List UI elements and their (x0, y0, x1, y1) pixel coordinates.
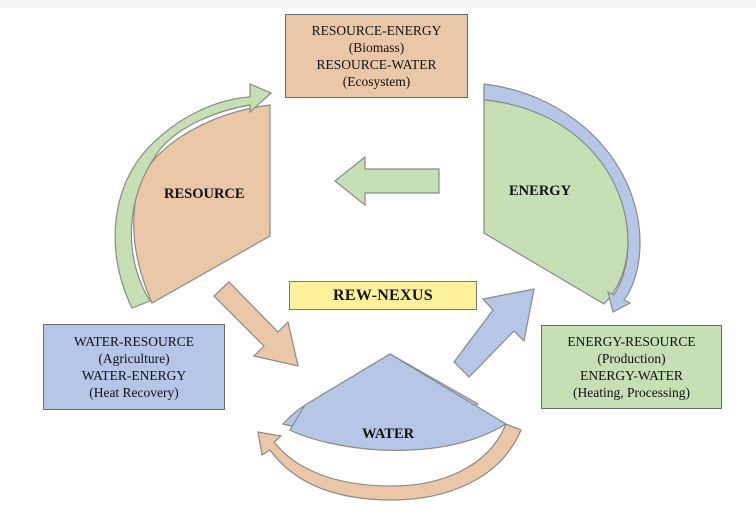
water-sector-fill (289, 353, 508, 451)
top-border-strip (0, 0, 756, 8)
box-line: RESOURCE-WATER (316, 57, 437, 72)
box-line: WATER-RESOURCE (73, 334, 194, 349)
flow-arrow-to-resource (334, 155, 440, 207)
energy-interactions-box: ENERGY-RESOURCE (Production) ENERGY-WATE… (541, 325, 722, 409)
box-line: (Production) (597, 351, 666, 366)
resource-sector (133, 104, 271, 304)
water-cycle-arrow (257, 423, 522, 501)
box-line: (Biomass) (348, 40, 405, 55)
flow-arrow-to-water (213, 281, 299, 367)
energy-label: ENERGY (509, 183, 572, 199)
energy-cycle-arrow (483, 83, 641, 313)
water-interactions-box: WATER-RESOURCE (Agriculture) WATER-ENERG… (43, 324, 225, 410)
box-line: (Ecosystem) (342, 74, 411, 89)
box-line: ENERGY-RESOURCE (567, 334, 696, 349)
box-line: WATER-ENERGY (81, 368, 187, 383)
resource-label: RESOURCE (164, 186, 245, 202)
resource-cycle-arrow (114, 83, 273, 309)
box-line: (Heat Recovery) (89, 385, 179, 400)
box-line: (Heating, Processing) (573, 385, 690, 400)
box-line: RESOURCE-ENERGY (311, 23, 442, 38)
resource-interactions-box: RESOURCE-ENERGY (Biomass) RESOURCE-WATER… (285, 14, 468, 98)
box-line: (Agriculture) (98, 351, 170, 366)
rew-nexus-label: REW-NEXUS (289, 281, 477, 310)
water-label: WATER (362, 426, 415, 442)
box-line: ENERGY-WATER (580, 368, 683, 383)
flow-arrow-to-energy (453, 288, 535, 378)
